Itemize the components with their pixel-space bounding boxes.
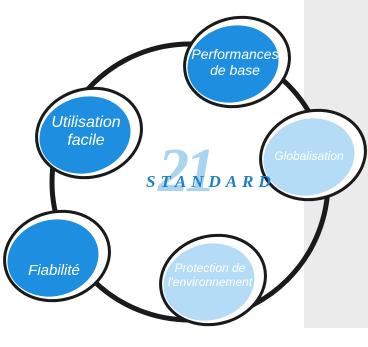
node-label-line: facile [67, 132, 105, 150]
node-globalisation [259, 108, 367, 202]
node-label-performances: Performances de base [188, 46, 282, 78]
node-performances [183, 15, 291, 109]
center-number: 21 [158, 137, 216, 205]
node-label-line: Fiabilité [28, 262, 80, 279]
node-label-globalisation: Globalisation [262, 149, 356, 164]
node-label-line: Utilisation [51, 114, 121, 131]
node-environnement [159, 233, 267, 327]
node-label-line: Globalisation [274, 149, 344, 163]
node-label-fiabilite: Fiabilité [4, 262, 104, 279]
node-label-line: de base [210, 62, 260, 79]
node-utilisation [35, 86, 143, 180]
node-label-line: Protection de [174, 261, 246, 275]
node-label-environnement: Protection de l'environnement [160, 261, 260, 290]
node-label-utilisation: Utilisation facile [36, 114, 136, 151]
node-label-line: Performances [191, 46, 279, 62]
node-label-line: l'environnement [167, 274, 253, 289]
center-word: STANDARD [146, 172, 276, 191]
node-fiabilite [3, 209, 111, 303]
